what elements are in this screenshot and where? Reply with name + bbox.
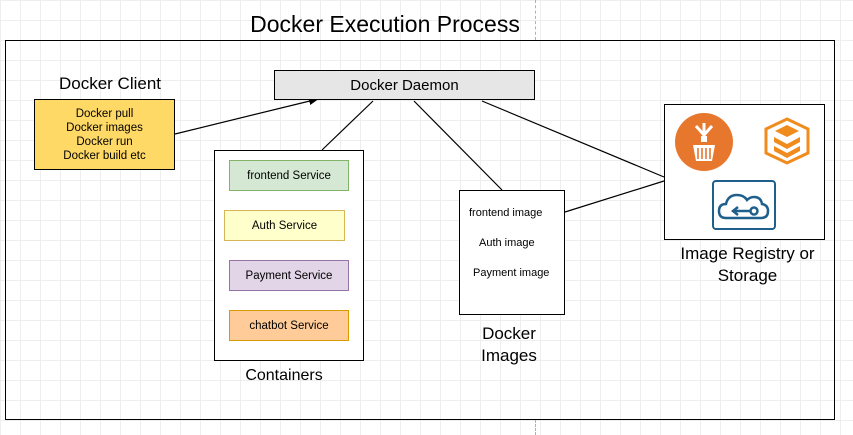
frontend-image-item: frontend image bbox=[469, 207, 543, 219]
client-command: Docker run bbox=[76, 135, 133, 148]
diagram-title: Docker Execution Process bbox=[250, 10, 520, 37]
client-command: Docker build etc bbox=[63, 149, 146, 162]
cloud-transfer-icon bbox=[712, 180, 776, 230]
daemon-to-containers-line bbox=[321, 100, 374, 151]
daemon-to-registry-line bbox=[481, 100, 665, 178]
chatbot-service-box[interactable]: chatbot Service bbox=[229, 310, 349, 341]
containers-label: Containers bbox=[245, 367, 323, 384]
payment-image-item: Payment image bbox=[473, 267, 550, 279]
images-label-line: Docker bbox=[482, 324, 536, 343]
images-label-line: Images bbox=[481, 346, 537, 365]
guide-line bbox=[535, 0, 536, 40]
docker-client-box[interactable]: Docker pull Docker images Docker run Doc… bbox=[34, 99, 175, 170]
client-to-daemon-arrow bbox=[174, 97, 319, 135]
ecr-container-registry-icon bbox=[675, 113, 733, 171]
auth-service-box[interactable]: Auth Service bbox=[224, 210, 345, 241]
registry-label: Image Registry or Storage bbox=[680, 244, 815, 285]
client-command: Docker pull bbox=[75, 107, 134, 120]
docker-images-box[interactable] bbox=[459, 190, 565, 315]
images-to-registry-line bbox=[564, 180, 665, 213]
guide-line bbox=[535, 420, 536, 435]
docker-client-label: Docker Client bbox=[58, 74, 162, 93]
diagram-frame bbox=[5, 40, 835, 420]
docker-images-label: Docker Images bbox=[459, 322, 559, 368]
daemon-to-images-line bbox=[413, 100, 503, 191]
client-command: Docker images bbox=[66, 121, 143, 134]
docker-daemon-box[interactable]: Docker Daemon bbox=[274, 70, 535, 100]
stacked-layers-icon bbox=[764, 117, 810, 165]
auth-image-item: Auth image bbox=[479, 237, 535, 249]
payment-service-box[interactable]: Payment Service bbox=[229, 260, 349, 291]
frontend-service-box[interactable]: frontend Service bbox=[229, 160, 349, 191]
